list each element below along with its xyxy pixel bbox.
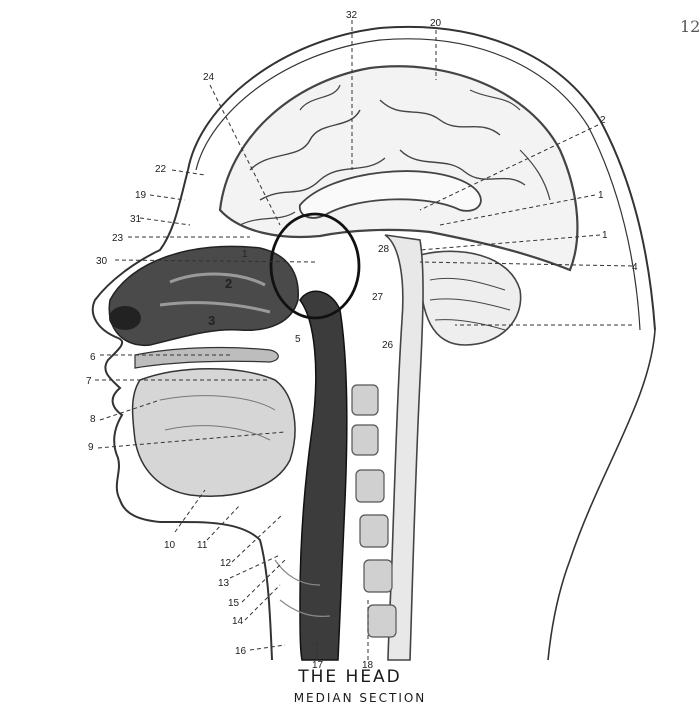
label-23: 23 bbox=[112, 233, 124, 244]
label-19: 19 bbox=[135, 190, 147, 201]
label-18: 18 bbox=[362, 660, 374, 671]
label-4: 4 bbox=[632, 262, 638, 273]
caption-subtitle: MEDIAN SECTION bbox=[294, 691, 427, 705]
label-1-right-upper: 1 bbox=[598, 190, 604, 201]
caption-title: THE HEAD bbox=[297, 667, 402, 687]
brain-cerebellum bbox=[419, 250, 522, 346]
highlight-circle bbox=[269, 212, 361, 320]
nasal-cavity bbox=[108, 245, 299, 347]
label-7: 7 bbox=[86, 376, 92, 387]
label-15: 15 bbox=[228, 598, 240, 609]
label-28: 28 bbox=[378, 244, 390, 255]
label-11: 11 bbox=[197, 540, 208, 551]
leader-lines bbox=[95, 20, 633, 660]
label-2-right: 2 bbox=[600, 115, 606, 126]
label-10: 10 bbox=[164, 540, 176, 551]
label-32: 32 bbox=[346, 10, 358, 21]
label-31: 31 bbox=[130, 214, 142, 225]
pharynx-larynx-trachea bbox=[274, 290, 348, 661]
label-16: 16 bbox=[235, 646, 247, 657]
palate bbox=[134, 346, 279, 369]
brain-stem-and-spinal-cord bbox=[384, 234, 424, 661]
label-1-right-lower: 1 bbox=[602, 230, 608, 241]
label-1-nasal: 1 bbox=[242, 249, 248, 260]
label-5: 5 bbox=[295, 334, 301, 345]
label-8: 8 bbox=[90, 414, 96, 425]
label-14: 14 bbox=[232, 616, 244, 627]
oral-cavity-tongue bbox=[131, 368, 296, 497]
label-6: 6 bbox=[90, 352, 96, 363]
label-13: 13 bbox=[218, 578, 230, 589]
head-outline bbox=[91, 25, 656, 661]
label-27: 27 bbox=[372, 292, 384, 303]
label-30: 30 bbox=[96, 256, 108, 267]
number-labels: 32 20 24 2 22 19 1 31 23 1 28 30 1 2 4 2… bbox=[86, 10, 638, 671]
brain-cerebrum bbox=[218, 65, 579, 272]
label-3: 3 bbox=[208, 313, 215, 328]
cervical-vertebrae bbox=[351, 384, 397, 638]
label-17: 17 bbox=[312, 660, 324, 671]
label-26: 26 bbox=[382, 340, 394, 351]
label-22: 22 bbox=[155, 164, 167, 175]
label-2: 2 bbox=[225, 276, 232, 291]
label-9: 9 bbox=[88, 442, 94, 453]
label-24: 24 bbox=[203, 72, 215, 83]
label-12: 12 bbox=[220, 558, 232, 569]
label-20: 20 bbox=[430, 18, 442, 29]
page-number: 12 bbox=[680, 17, 700, 36]
